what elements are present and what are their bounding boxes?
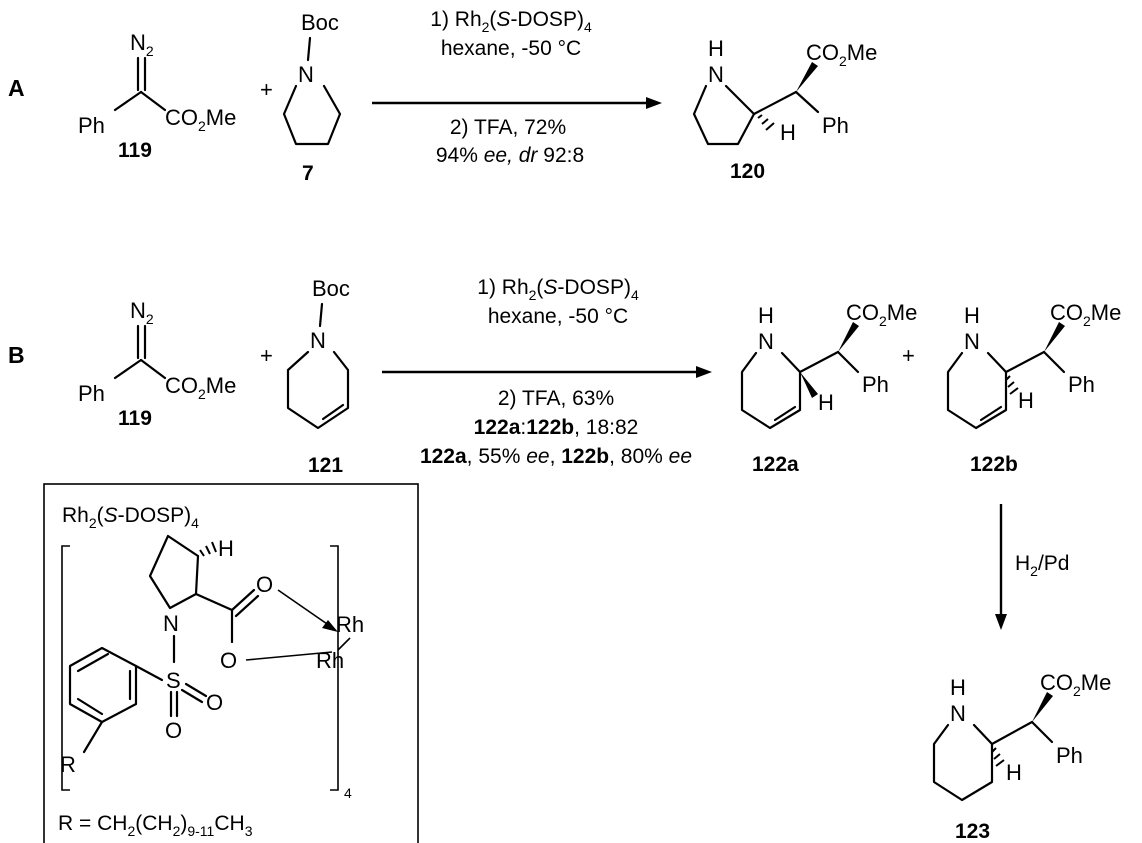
atom-r-cat: R [60,752,76,777]
atom-rh1: Rh [336,612,364,637]
atom-rh2: Rh [316,648,344,673]
atom-o4-cat: O [165,718,182,743]
reaction-arrow-a [372,97,662,109]
atom-co2me-120: CO2Me [806,40,877,69]
section-label-b: B [8,342,25,368]
condition-b-catalyst: 1) Rh2(S-DOSP)4 [477,276,639,303]
compound-label-121: 121 [308,454,343,477]
compound-122b: H N CO2Me Ph H 122b [946,300,1121,476]
atom-n2: N2 [130,30,154,59]
bracket-left [61,545,70,791]
atom-h-122a: H [818,390,834,415]
bracket-right [330,545,339,791]
compound-122a: H N CO2Me Ph H 122a [740,300,917,476]
condition-a-acid: 2) TFA, 72% [450,116,566,139]
plus-sign-a: + [260,77,273,102]
atom-boc: Boc [301,10,339,35]
atom-o1-cat: O [256,572,273,597]
atom-nh-n: N [708,62,724,87]
atom-h-120: H [780,120,796,145]
atom-ph-b: Ph [78,381,105,406]
catalyst-box: Rh2(S-DOSP)4 4 N H O O Rh Rh S O [43,483,419,843]
condition-b-acid: 2) TFA, 63% [498,387,614,410]
atom-ph-122b: Ph [1068,372,1095,397]
compound-120: H N CO2Me Ph H 120 [692,36,877,183]
atom-o2-cat: O [220,648,237,673]
plus-sign-b: + [260,343,273,368]
atom-s-cat: S [166,668,181,693]
compound-7: Boc N 7 [282,10,342,185]
r-definition: R = CH2(CH2)9-11CH3 [58,812,253,839]
atom-co2me: CO2Me [165,105,236,134]
compound-121: Boc N 121 [286,276,350,477]
compound-label-120: 120 [730,160,765,183]
atom-co2me-123: CO2Me [1040,670,1111,699]
compound-label-119-b: 119 [118,407,152,430]
compound-label-7: 7 [302,162,314,185]
catalyst-title: Rh2(S-DOSP)4 [62,504,199,531]
hydrogenation-arrow [995,504,1007,630]
condition-b-ratio: 122a:122b, 18:82 [474,416,639,439]
atom-n-121: N [310,328,326,353]
compound-label-123: 123 [955,820,990,843]
compound-119-a: N2 Ph CO2Me 119 [78,30,236,162]
condition-a-solvent: hexane, -50 °C [441,37,581,60]
atom-n: N [298,62,314,87]
atom-ph-123: Ph [1056,743,1083,768]
compound-119-b: N2 Ph CO2Me 119 [78,298,236,430]
condition-a-selectivity: 94% ee, dr 92:8 [436,144,584,167]
atom-ph-122a: Ph [862,372,889,397]
condition-b-solvent: hexane, -50 °C [488,305,628,328]
atom-ph: Ph [78,113,105,138]
atom-h-123: H [1006,760,1022,785]
atom-co2me-b: CO2Me [165,373,236,402]
atom-nh-h-122a: H [758,303,774,328]
atom-h-cat: H [218,536,234,561]
atom-nh-n-123: N [950,701,966,726]
atom-co2me-122a: CO2Me [846,300,917,329]
condition-a-catalyst: 1) Rh2(S-DOSP)4 [430,8,592,35]
atom-nh-h-122b: H [964,303,980,328]
atom-nh-h-123: H [950,675,966,700]
plus-sign-products: + [902,343,915,368]
compound-label-122a: 122a [752,453,799,476]
atom-n-cat: N [163,611,179,636]
atom-h-122b: H [1018,388,1034,413]
compound-label-119-a: 119 [118,139,152,162]
atom-ph-120: Ph [822,113,849,138]
compound-label-122b: 122b [970,453,1018,476]
atom-o3-cat: O [206,690,223,715]
atom-nh-n-122a: N [758,329,774,354]
atom-nh-h: H [708,36,724,61]
condition-b-ee: 122a, 55% ee, 122b, 80% ee [420,445,692,468]
hydrogenation-label: H2/Pd [1015,552,1070,579]
compound-123: H N CO2Me Ph H 123 [932,670,1111,843]
bracket-subscript: 4 [344,785,352,801]
atom-boc-121: Boc [312,276,350,301]
atom-n2-b: N2 [130,298,154,327]
section-label-a: A [8,75,25,101]
atom-co2me-122b: CO2Me [1050,300,1121,329]
atom-nh-n-122b: N [964,329,980,354]
reaction-arrow-b [382,366,712,378]
